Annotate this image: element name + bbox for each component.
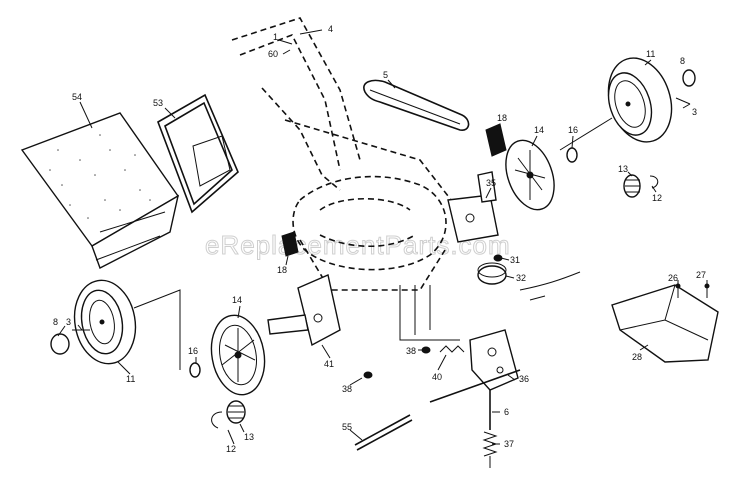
callout-18-top: 18	[497, 113, 507, 123]
callout-37: 37	[504, 439, 514, 449]
screw-part-3-top	[675, 97, 691, 105]
spring-part-40	[439, 345, 465, 353]
height-adjuster-part-35	[447, 171, 499, 243]
height-adjuster-part-41	[267, 274, 341, 347]
callout-16-bottom: 16	[188, 346, 198, 356]
callout-8-bottom: 8	[53, 317, 58, 327]
callout-13-top: 13	[618, 164, 628, 174]
clip-part-12-bottom	[211, 411, 223, 429]
callout-27: 27	[696, 270, 706, 280]
callout-32: 32	[516, 273, 526, 283]
rear-shield-part-28	[611, 284, 719, 363]
rear-wheel-part-11-top	[559, 57, 673, 151]
drive-wheel-part-14-top	[505, 139, 555, 211]
hubcap-part-8-top	[682, 69, 696, 87]
callout-4: 4	[328, 24, 333, 34]
pinion-gear-part-13-top	[623, 174, 641, 198]
washer-part-16-top	[566, 147, 578, 163]
callout-40: 40	[432, 372, 442, 382]
clip-part-12-top	[649, 175, 659, 189]
bag-frame-part-53	[157, 93, 239, 214]
callout-6: 6	[504, 407, 509, 417]
callout-3-top: 3	[692, 107, 697, 117]
callout-labels: 54 53 1 4 60 5 11 8 3 18 14 16 35 13 12 …	[53, 24, 706, 454]
callout-11-bottom: 11	[126, 374, 135, 384]
pulley-part-32	[477, 262, 507, 285]
drive-belt-part-5	[363, 79, 470, 131]
callout-11-top: 11	[646, 49, 655, 59]
callout-3-bottom: 3	[66, 317, 71, 327]
bolt-part-27	[704, 283, 710, 298]
callout-31: 31	[510, 255, 520, 265]
callout-54: 54	[72, 92, 82, 102]
callout-16-top: 16	[568, 125, 578, 135]
callout-12-top: 12	[652, 193, 662, 203]
callout-13-bottom: 13	[244, 432, 254, 442]
rubber-grip-part-18-top	[485, 123, 507, 157]
nut-part-38-a	[363, 371, 373, 379]
rear-wheel-part-11-bottom	[73, 279, 181, 370]
callout-53: 53	[153, 98, 163, 108]
callout-26: 26	[668, 273, 678, 283]
rubber-grip-part-18-mid	[281, 231, 299, 257]
cable-link	[399, 271, 581, 341]
drive-wheel-part-14-bottom	[210, 314, 266, 396]
callout-1: 1	[273, 32, 278, 42]
hubcap-part-8-bottom	[50, 333, 70, 355]
bolt-part-26	[675, 283, 681, 298]
rod-part-55	[354, 414, 413, 451]
spring-part-37	[482, 431, 498, 468]
washer-part-16-bottom	[189, 362, 201, 378]
callout-60: 60	[268, 49, 278, 59]
drive-axle	[429, 369, 521, 403]
callout-41: 41	[324, 359, 334, 369]
leader-lines	[57, 29, 708, 445]
callout-38-a: 38	[342, 384, 352, 394]
callout-12-bottom: 12	[226, 444, 236, 454]
nut-part-31	[493, 254, 503, 262]
callout-18-mid: 18	[277, 265, 287, 275]
callout-5: 5	[383, 70, 388, 80]
callout-8-top: 8	[680, 56, 685, 66]
grass-bag-part-54	[20, 112, 180, 269]
callout-28: 28	[632, 352, 642, 362]
callout-14-top: 14	[534, 125, 544, 135]
pinion-gear-part-13-bottom	[226, 400, 246, 424]
engine-assembly	[292, 175, 447, 291]
callout-35: 35	[486, 178, 496, 188]
callout-55: 55	[342, 422, 352, 432]
callout-38-b: 38	[406, 346, 416, 356]
handle-assembly	[231, 17, 456, 206]
callout-36: 36	[519, 374, 529, 384]
callout-14-bottom: 14	[232, 295, 242, 305]
transmission-part-36	[469, 329, 519, 391]
